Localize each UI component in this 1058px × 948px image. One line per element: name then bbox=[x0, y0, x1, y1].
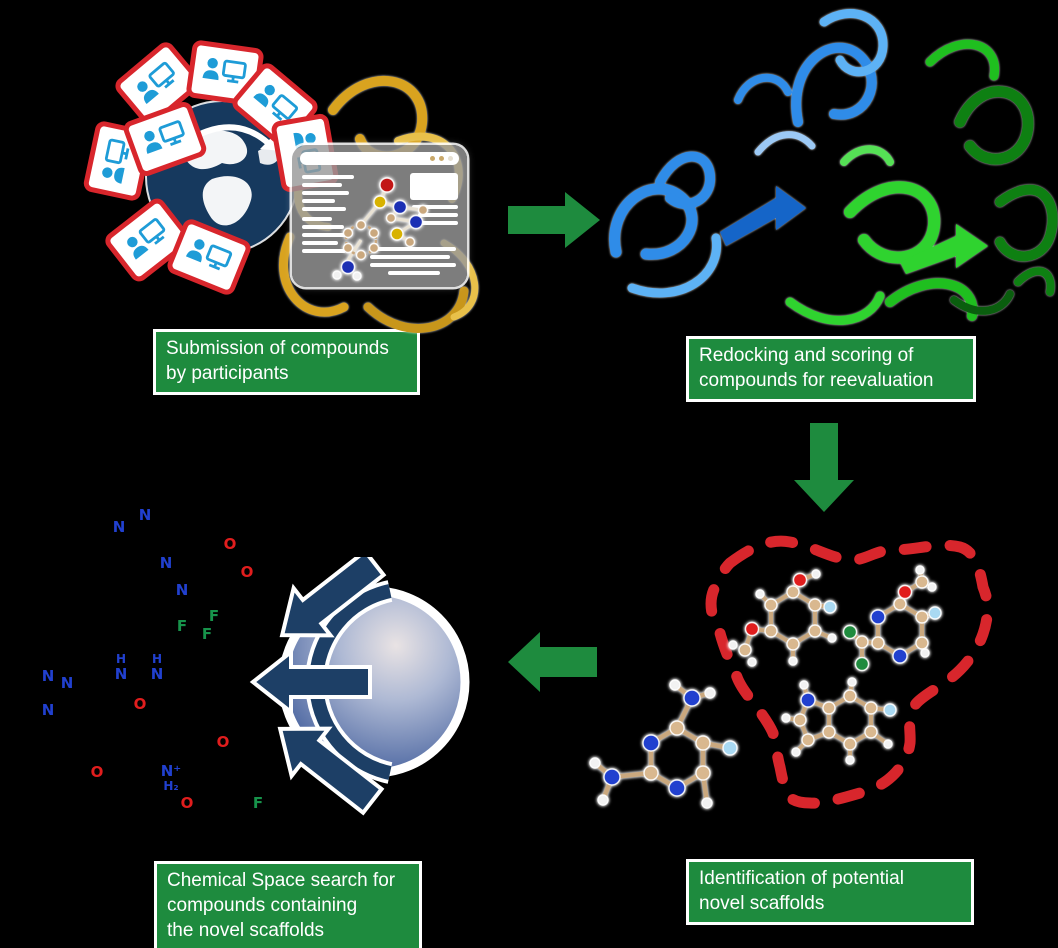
identification-illustration bbox=[589, 535, 994, 809]
flow-arrow-identification-to-chemical-space bbox=[508, 632, 597, 692]
text-line bbox=[302, 249, 346, 253]
atom-label: N bbox=[175, 581, 189, 599]
window-dot-icon bbox=[430, 156, 435, 161]
label-text: Identification of potential bbox=[699, 868, 904, 889]
thumbnail-placeholder bbox=[410, 173, 458, 200]
text-line bbox=[370, 255, 450, 259]
chemical-space-sphere-icon bbox=[251, 557, 470, 819]
text-line bbox=[302, 191, 349, 195]
flow-arrow-redocking-to-identification bbox=[794, 423, 854, 512]
text-line bbox=[302, 217, 332, 221]
atom-label: N bbox=[138, 506, 152, 524]
atom-label: F bbox=[201, 625, 213, 643]
atom-label: N bbox=[114, 665, 128, 683]
user-computer-icon bbox=[133, 111, 197, 167]
atom-label: N bbox=[112, 518, 126, 536]
atom-label: N bbox=[159, 554, 173, 572]
label-text: by participants bbox=[166, 363, 289, 385]
text-line bbox=[302, 241, 338, 245]
atom-label: H bbox=[151, 652, 163, 666]
atom-label: N bbox=[60, 674, 74, 692]
window-title-bar bbox=[300, 152, 459, 165]
text-line bbox=[302, 183, 342, 187]
molecule-indole-icon bbox=[781, 677, 897, 765]
beta-strand-green bbox=[900, 224, 988, 274]
user-computer-icon bbox=[176, 228, 241, 285]
atom-label: O bbox=[240, 563, 254, 581]
label-redocking: Redocking and scoring of compounds for r… bbox=[686, 336, 976, 403]
atom-label: O bbox=[180, 794, 194, 812]
text-line bbox=[302, 233, 348, 237]
protein-green-chain bbox=[785, 39, 1058, 325]
atom-label: F bbox=[252, 794, 264, 812]
right-arrow-icon bbox=[508, 192, 600, 248]
compound-molecule-icon bbox=[332, 177, 429, 281]
atom-label: O bbox=[216, 733, 230, 751]
text-line bbox=[302, 207, 346, 211]
text-line bbox=[388, 271, 440, 275]
label-submission: Submission of compounds by participants bbox=[153, 329, 420, 396]
label-text: the novel scaffolds bbox=[167, 920, 325, 942]
molecule-methoxypyrimidine-icon bbox=[842, 565, 942, 672]
flow-arrow-submission-to-redocking bbox=[508, 192, 600, 248]
atom-label: O bbox=[133, 695, 147, 713]
window-dot-icon bbox=[448, 156, 453, 161]
text-line bbox=[302, 175, 354, 179]
atom-label: H bbox=[115, 652, 127, 666]
atom-label: F bbox=[208, 607, 220, 625]
text-line bbox=[302, 199, 335, 203]
text-line bbox=[412, 205, 458, 209]
text-line bbox=[412, 221, 458, 225]
label-identification: Identification of potential novel scaffo… bbox=[686, 859, 974, 926]
text-line bbox=[370, 247, 456, 251]
down-arrow-icon bbox=[794, 423, 854, 512]
text-line bbox=[302, 225, 344, 229]
label-text: compounds containing bbox=[167, 895, 358, 917]
text-line bbox=[418, 213, 458, 217]
protein-complex-icon bbox=[609, 9, 1058, 325]
label-text: Submission of compounds bbox=[166, 338, 389, 359]
molecule-methoxyphenol-icon bbox=[728, 569, 837, 667]
atom-label: N bbox=[41, 701, 55, 719]
atom-label: H₂ bbox=[163, 779, 179, 793]
label-text: Chemical Space search for bbox=[167, 870, 396, 891]
atom-label: N⁺ bbox=[160, 762, 182, 780]
atom-label: N bbox=[150, 665, 164, 683]
novel-scaffolds-dashed-outline bbox=[705, 535, 994, 809]
label-chemical-space: Chemical Space search for compounds cont… bbox=[154, 861, 422, 948]
beta-strand-blue bbox=[720, 186, 806, 246]
protein-blue-chain bbox=[609, 9, 888, 298]
left-arrow-icon bbox=[508, 632, 597, 692]
compound-browser-window bbox=[292, 145, 467, 287]
atom-label: F bbox=[176, 617, 188, 635]
window-dot-icon bbox=[439, 156, 444, 161]
molecule-diaminopyrimidine-icon bbox=[589, 679, 738, 809]
label-text: compounds for reevaluation bbox=[699, 370, 934, 392]
label-text: Redocking and scoring of bbox=[699, 345, 914, 366]
atom-label: O bbox=[90, 763, 104, 781]
label-text: novel scaffolds bbox=[699, 893, 825, 915]
atom-label: N bbox=[41, 667, 55, 685]
submission-illustration bbox=[0, 0, 500, 340]
text-line bbox=[370, 263, 456, 267]
atom-label: O bbox=[223, 535, 237, 553]
